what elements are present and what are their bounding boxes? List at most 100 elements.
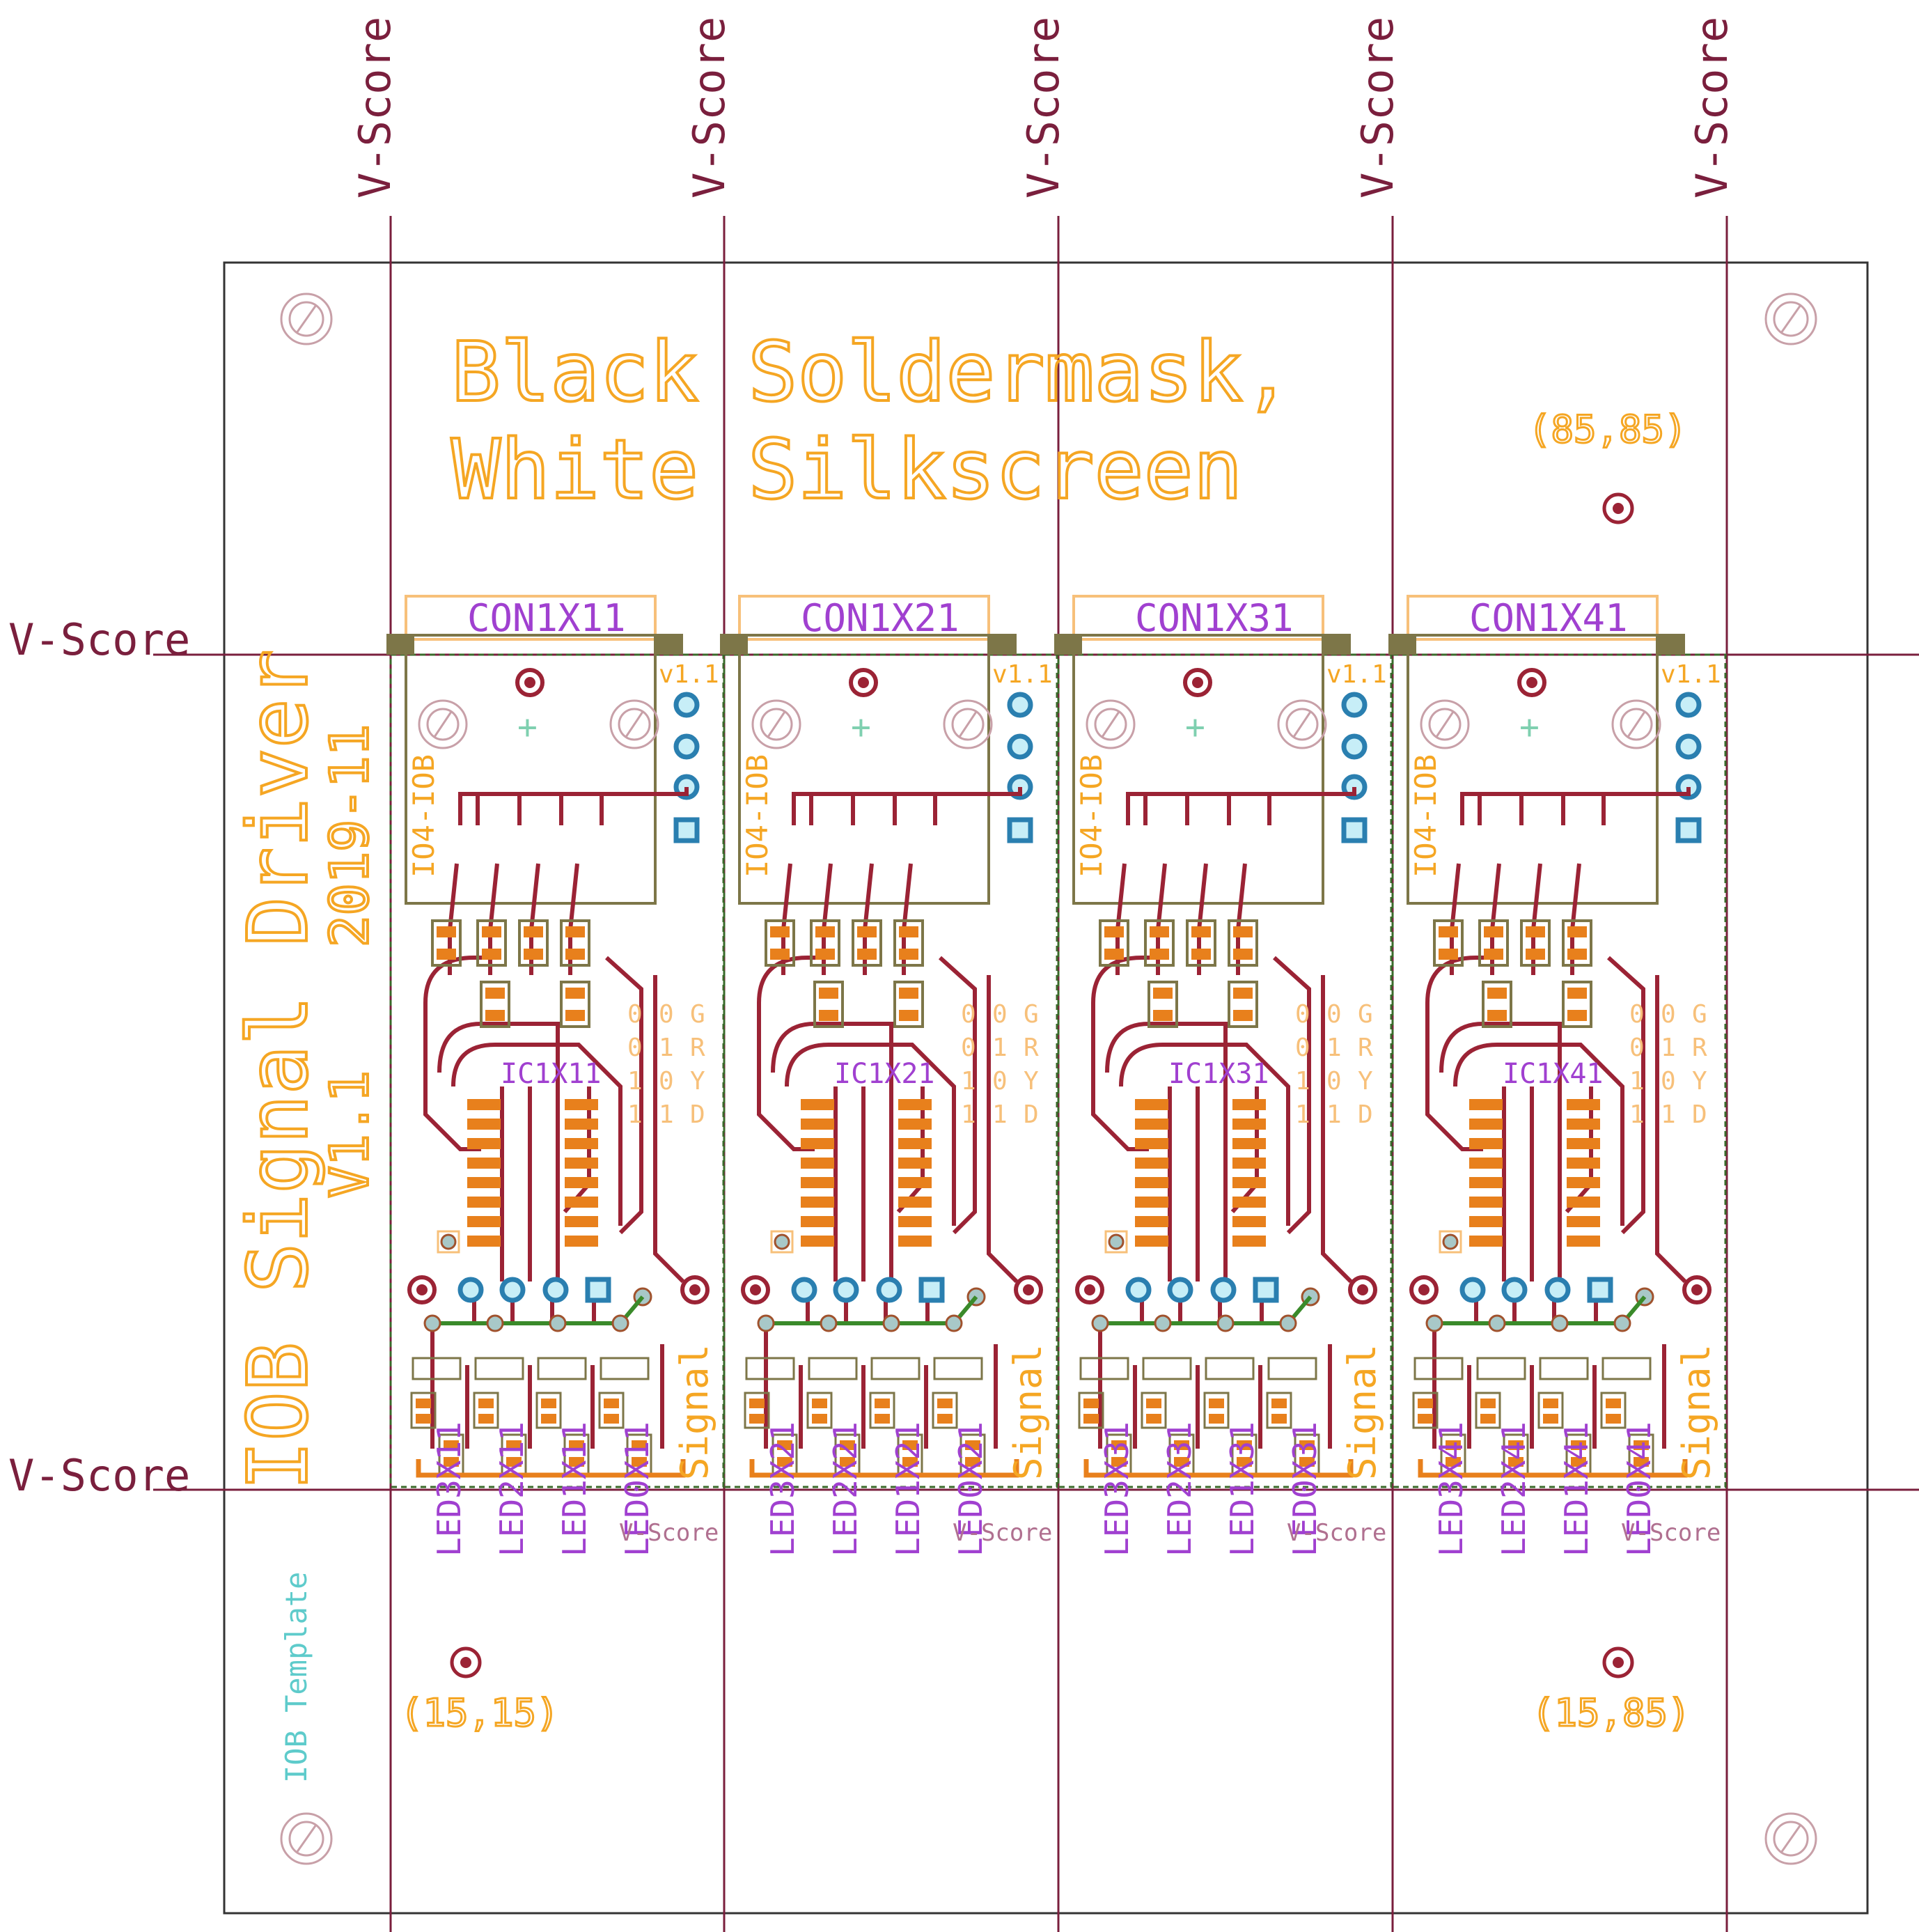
truth-table-cell: 1 — [961, 1100, 976, 1129]
date-label: 2019-11 — [318, 724, 380, 947]
led-resistor — [535, 1392, 562, 1429]
ic-pad-left — [1469, 1216, 1503, 1227]
led-pad — [902, 1440, 918, 1450]
signal-pin — [1544, 1277, 1571, 1303]
mount-hole-bottom-left — [741, 1275, 770, 1304]
trace — [458, 787, 689, 825]
ic-pad-left — [1135, 1119, 1168, 1130]
trace — [451, 1043, 622, 1226]
screw-hole-2 — [1611, 699, 1661, 749]
driver-footprint — [808, 1357, 858, 1380]
connector-tab-left — [1388, 634, 1416, 655]
led-resistor-pad — [478, 1399, 494, 1408]
header-outline — [405, 634, 657, 905]
led-resistor — [1203, 1392, 1230, 1429]
traces — [1091, 787, 1356, 1449]
via — [1279, 1314, 1297, 1332]
truth-table-cell: R — [690, 1034, 705, 1062]
trace — [1655, 975, 1687, 1284]
ic-pad-left — [1469, 1138, 1503, 1149]
truth-table-cell: Y — [690, 1067, 705, 1096]
mount-hole-core — [1418, 1284, 1430, 1295]
led-resistor — [1537, 1392, 1564, 1429]
resistor-upper — [1520, 919, 1551, 967]
resistor-pad — [1233, 988, 1253, 999]
traces — [1425, 787, 1691, 1449]
vscore-small-label: V-Score — [1287, 1519, 1386, 1547]
resistor-pad — [482, 949, 501, 960]
led-resistor-pad — [1083, 1414, 1099, 1424]
led-resistor-pad — [541, 1399, 556, 1408]
screw-hole-slash — [1435, 711, 1455, 738]
via — [1091, 1314, 1109, 1332]
signal-pin-square — [1587, 1277, 1613, 1303]
corner-mark-outer — [1764, 293, 1817, 345]
trace — [915, 792, 937, 825]
connector-label: CON1X21 — [801, 596, 960, 640]
trace — [806, 1281, 930, 1323]
screw-hole-slash — [625, 711, 644, 738]
signal-pin — [1167, 1277, 1193, 1303]
corner-mark-4 — [1764, 1812, 1817, 1865]
module-version: v1.1 — [659, 660, 719, 689]
led-pad — [1446, 1440, 1461, 1450]
ic-pad-right — [1232, 1177, 1266, 1188]
led-pad — [1634, 1457, 1649, 1467]
ic-pad-right — [1567, 1197, 1600, 1208]
mount-hole-core — [858, 677, 869, 688]
truth-table-cell: 1 — [1629, 1067, 1645, 1096]
trace — [1098, 1323, 1332, 1449]
vscore-label-top-5: V-Score — [1686, 17, 1737, 198]
led-pad — [1299, 1457, 1315, 1467]
ic-pad-right — [565, 1236, 598, 1247]
ic-pad-left — [467, 1236, 501, 1247]
led-label: LED2X41 — [1495, 1421, 1533, 1557]
led-pad — [1634, 1440, 1649, 1450]
led-bus-trace — [1083, 1459, 1354, 1478]
led-label: LED0X41 — [1620, 1421, 1658, 1557]
ic-pad-right — [898, 1119, 932, 1130]
header-pin — [1675, 692, 1702, 718]
led-bus-trace — [1418, 1459, 1688, 1478]
screw-hole-inner — [951, 708, 985, 741]
ic-pad-left — [1135, 1236, 1168, 1247]
vscore-small-label: V-Score — [619, 1519, 719, 1547]
ic-pad-right — [565, 1216, 598, 1227]
truth-table-cell: D — [1358, 1100, 1373, 1129]
resistor-pad — [815, 949, 835, 960]
mount-hole-bottom-left — [1075, 1275, 1104, 1304]
resistor-upper — [518, 919, 549, 967]
corner-mark-outer — [280, 1812, 333, 1865]
resistor-pad — [565, 988, 585, 999]
led-resistor-pad — [937, 1399, 953, 1408]
led-label: LED3X31 — [1098, 1421, 1136, 1557]
truth-table-cell: 0 — [1326, 1067, 1342, 1096]
trace — [785, 1043, 956, 1226]
resistor-middle — [1562, 981, 1592, 1028]
truth-table-cell: 0 — [659, 1067, 674, 1096]
trace — [1209, 792, 1231, 825]
ic-pin1-marker — [1104, 1230, 1128, 1254]
trace — [1126, 787, 1356, 825]
trace — [764, 1323, 998, 1449]
led-label: LED1X21 — [889, 1421, 927, 1557]
resistor-pad — [1567, 1010, 1587, 1021]
mount-hole — [515, 668, 545, 697]
ic-pad-right — [1567, 1138, 1600, 1149]
via — [486, 1314, 504, 1332]
corner-mark-inner — [1773, 301, 1809, 337]
led-label: LED2X11 — [493, 1421, 531, 1557]
resistor-upper — [893, 919, 924, 967]
led-resistor-pad — [1146, 1399, 1161, 1408]
header-outline — [1072, 634, 1324, 905]
module-boundary — [389, 653, 725, 1488]
connector-label: CON1X41 — [1469, 596, 1628, 640]
truth-table-cell: Y — [1024, 1067, 1039, 1096]
truth-table-cell: 1 — [659, 1100, 674, 1129]
via — [1425, 1314, 1443, 1332]
led-pad — [1174, 1440, 1189, 1450]
resistor-pad — [1439, 926, 1458, 937]
resistor-pad — [1567, 988, 1587, 999]
